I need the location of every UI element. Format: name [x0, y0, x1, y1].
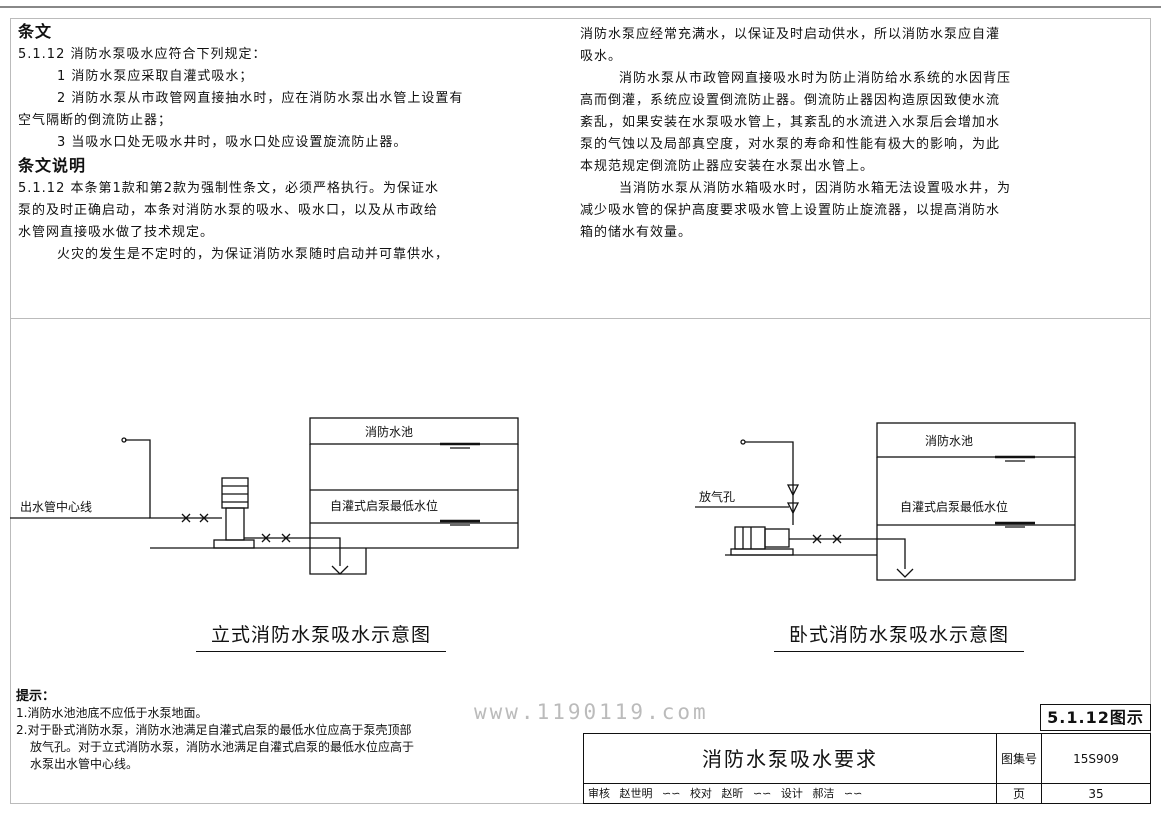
tip-item-2a: 2.对于卧式消防水泵，消防水池满足自灌式启泵的最低水位应高于泵壳顶部	[16, 723, 412, 737]
page-number: 35	[1088, 787, 1104, 801]
tip-item-1: 1.消防水池池底不应低于水泵地面。	[16, 706, 208, 720]
provision-item-1: 1 消防水泵应采取自灌式吸水；	[57, 69, 254, 84]
text-line: 消防水泵从市政管网直接吸水时为防止消防给水系统的水因背压	[619, 71, 1012, 86]
site-watermark: www.1190119.com	[474, 700, 709, 724]
sheet-title: 消防水泵吸水要求	[584, 734, 997, 784]
text-line: 当消防水泵从消防水箱吸水时，因消防水箱无法设置吸水井，为	[619, 181, 1012, 196]
text-line: 高而倒灌，系统应设置倒流防止器。倒流防止器因构造原因致使水流	[580, 93, 1001, 108]
tips-block: 提示： 1.消防水池池底不应低于水泵地面。 2.对于卧式消防水泵，消防水池满足自…	[16, 688, 576, 773]
left-pool-label: 消防水池	[365, 424, 413, 439]
right-diagram-caption: 卧式消防水泵吸水示意图	[774, 620, 1024, 652]
text-line: 箱的储水有效量。	[580, 225, 693, 240]
atlas-no-value: 15S909	[1042, 734, 1150, 784]
text-line: 本规范规定倒流防止器应安装在水泵出水管上。	[580, 159, 875, 174]
right-text-column: 消防水泵应经常充满水，以保证及时启动供水，所以消防水泵应自灌 吸水。 消防水泵从…	[580, 24, 1132, 244]
section-divider	[10, 318, 1151, 319]
checker-signature: ∽∽	[752, 787, 772, 800]
text-line: 消防水泵应经常充满水，以保证及时启动供水，所以消防水泵应自灌	[580, 27, 1001, 42]
page-label: 页	[997, 784, 1042, 804]
pool-top-band	[309, 417, 519, 445]
text-line: 紊乱，如果安装在水泵吸水管上，其紊乱的水流进入水泵后会增加水	[580, 115, 1001, 130]
text-line: 吸水。	[580, 49, 623, 64]
explanation-para-2: 火灾的发生是不定时的，为保证消防水泵随时启动并可靠供水，	[57, 247, 450, 262]
suction-pipe	[244, 537, 341, 566]
text-line: 泵的气蚀以及局部真空度，对水泵的寿命和性能有极大的影响，为此	[580, 137, 1001, 152]
vent-hole-label: 放气孔	[699, 489, 735, 504]
explanation-line: 5.1.12 本条第1款和第2款为强制性条文，必须严格执行。为保证水	[18, 181, 440, 196]
reviewer-signature: ∽∽	[662, 787, 681, 800]
left-diagram-caption: 立式消防水泵吸水示意图	[196, 620, 446, 652]
review-label: 审核	[588, 787, 610, 800]
tip-item-2b: 放气孔。对于立式消防水泵，消防水池满足自灌式启泵的最低水位应高于	[30, 740, 415, 754]
provision-item-2b: 空气隔断的倒流防止器；	[18, 113, 173, 128]
suction-pit	[309, 548, 367, 575]
vertical-pump-motor	[221, 477, 249, 509]
provision-item-3: 3 当吸水口处无吸水井时，吸水口处应设置旋流防止器。	[57, 135, 408, 150]
explanation-line: 水管网直接吸水做了技术规定。	[18, 225, 215, 240]
design-label: 设计	[780, 787, 803, 800]
sheet-frame	[10, 18, 1151, 804]
left-level-label: 自灌式启泵最低水位	[330, 498, 438, 513]
designer-name: 郝洁	[812, 787, 835, 800]
left-text-column: 条文 5.1.12 消防水泵吸水应符合下列规定： 1 消防水泵应采取自灌式吸水；…	[18, 20, 563, 266]
provision-item-2a: 2 消防水泵从市政管网直接抽水时，应在消防水泵出水管上设置有	[57, 91, 464, 106]
explanation-heading: 条文说明	[18, 156, 87, 175]
text-line: 减少吸水管的保护高度要求吸水管上设置防止旋流器，以提高消防水	[580, 203, 1001, 218]
tips-heading: 提示：	[16, 689, 56, 704]
horizontal-pump-body	[764, 528, 790, 548]
tip-item-2c: 水泵出水管中心线。	[30, 757, 139, 771]
right-pool-label: 消防水池	[925, 433, 973, 448]
check-label: 校对	[689, 787, 712, 800]
signature-row: 审核 赵世明 ∽∽ 校对 赵昕 ∽∽ 设计 郝洁 ∽∽	[584, 784, 997, 804]
figure-ref-tag: 5.1.12图示	[1040, 704, 1151, 731]
suction-pipe	[789, 538, 906, 569]
explanation-line: 泵的及时正确启动，本条对消防水泵的吸水、吸水口，以及从市政给	[18, 203, 439, 218]
reviewer-name: 赵世明	[619, 787, 653, 800]
provision-heading: 条文	[18, 22, 53, 41]
title-block: 消防水泵吸水要求 图集号 15S909 审核 赵世明 ∽∽ 校对 赵昕 ∽∽ 设…	[583, 733, 1151, 804]
outlet-pipe	[125, 439, 222, 519]
pool-top-band	[876, 422, 1076, 458]
horizontal-pump-motor	[734, 526, 766, 550]
provision-lead: 5.1.12 消防水泵吸水应符合下列规定：	[18, 47, 267, 62]
horizontal-pump-diagram: 消防水池 自灌式启泵最低水位 放气孔	[695, 422, 1076, 581]
top-rule	[0, 6, 1161, 8]
vent-riser	[745, 441, 794, 525]
pool-outline	[309, 444, 519, 549]
checker-name: 赵昕	[721, 787, 744, 800]
outlet-centerline-label: 出水管中心线	[20, 499, 92, 514]
vertical-pump-diagram: 消防水池 自灌式启泵最低水位 出水管中心线	[10, 417, 519, 575]
atlas-no-label: 图集号	[997, 734, 1042, 784]
right-level-label: 自灌式启泵最低水位	[900, 499, 1008, 514]
vertical-pump-body	[225, 507, 245, 541]
pool-outline	[876, 457, 1076, 581]
designer-signature: ∽∽	[843, 787, 863, 800]
